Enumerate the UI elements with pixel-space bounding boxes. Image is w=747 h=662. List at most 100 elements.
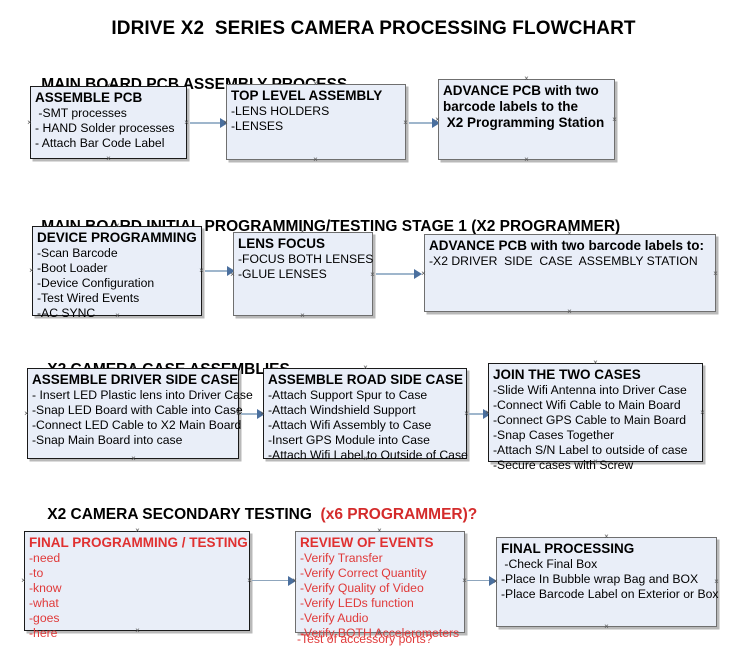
- connector-line: [467, 580, 495, 582]
- box-content: REVIEW OF EVENTS -Verify Transfer -Verif…: [296, 532, 464, 641]
- box-title: ASSEMBLE DRIVER SIDE CASE: [32, 372, 239, 387]
- connector-line: [252, 580, 296, 582]
- box-line: -Attach Support Spur to Case: [268, 388, 428, 402]
- box-line: -Verify Audio: [300, 611, 369, 625]
- box-title: DEVICE PROGRAMMING: [37, 230, 197, 245]
- section-heading-accent: (x6 PROGRAMMER)?: [320, 506, 478, 523]
- box-title: FINAL PROGRAMMING / TESTING: [29, 535, 248, 550]
- box-title: ADVANCE PCB with two: [443, 83, 599, 98]
- connector-arrow-head: [489, 576, 497, 586]
- connector-arrow-head: [288, 576, 296, 586]
- process-box-top-level-assembly[interactable]: TOP LEVEL ASSEMBLY -LENS HOLDERS -LENSES: [226, 84, 406, 160]
- process-box-final-processing[interactable]: FINAL PROCESSING -Check Final Box -Place…: [496, 537, 719, 627]
- section-heading-text: X2 CAMERA SECONDARY TESTING: [47, 506, 321, 523]
- box-title: TOP LEVEL ASSEMBLY: [231, 88, 383, 103]
- process-box-review-of-events[interactable]: REVIEW OF EVENTS -Verify Transfer -Verif…: [295, 531, 465, 640]
- box-line: - Insert LED Plastic lens into Driver Ca…: [32, 388, 253, 402]
- connector-arrow-line: [376, 273, 416, 275]
- process-box-device-programming[interactable]: DEVICE PROGRAMMING -Scan Barcode -Boot L…: [32, 226, 202, 320]
- box-line: -Slide Wifi Antenna into Driver Case: [493, 383, 687, 397]
- process-box-advance-pcb-to-x2-programming-station[interactable]: ADVANCE PCB with two barcode labels to t…: [438, 79, 615, 160]
- box-line: -Place In Bubble wrap Bag and BOX: [501, 572, 699, 586]
- box-line: -Attach Windshield Support: [268, 403, 416, 417]
- connector-arrow-head: [432, 118, 440, 128]
- box-title: ADVANCE PCB with two barcode labels to:: [429, 238, 705, 253]
- box-line: -LENS HOLDERS: [231, 104, 330, 118]
- box-line: -know: [29, 581, 62, 595]
- box-line: -Secure cases with Screw: [493, 458, 634, 472]
- process-box-assemble-road-side-case[interactable]: ASSEMBLE ROAD SIDE CASE -Attach Support …: [263, 368, 468, 462]
- process-box-assemble-driver-side-case[interactable]: ASSEMBLE DRIVER SIDE CASE - Insert LED P…: [27, 368, 253, 459]
- box-line: -GLUE LENSES: [238, 267, 327, 281]
- box-line: -Boot Loader: [37, 261, 108, 275]
- box-content: ASSEMBLE ROAD SIDE CASE -Attach Support …: [264, 369, 468, 463]
- box-title: ASSEMBLE PCB: [35, 90, 143, 105]
- box-content: JOIN THE TWO CASES -Slide Wifi Antenna i…: [489, 364, 702, 473]
- box-line: -Connect GPS Cable to Main Board: [493, 413, 687, 427]
- box-content: FINAL PROGRAMMING / TESTING -need -to -k…: [25, 532, 249, 641]
- box-line: -Connect Wifi Cable to Main Board: [493, 398, 681, 412]
- box-line: -Verify BOTH Accelerometers: [300, 626, 460, 640]
- box-content: ASSEMBLE PCB -SMT processes - HAND Solde…: [31, 87, 186, 151]
- box-line: -Verify Transfer: [300, 551, 383, 565]
- box-content: TOP LEVEL ASSEMBLY -LENS HOLDERS -LENSES: [227, 85, 405, 134]
- box-line: - HAND Solder processes: [35, 121, 175, 135]
- box-line: - Attach Bar Code Label: [35, 136, 165, 150]
- box-line: -Device Configuration: [37, 276, 155, 290]
- box-line: -AC SYNC: [37, 306, 96, 320]
- box-line: -Snap Cases Together: [493, 428, 615, 442]
- box-title: JOIN THE TWO CASES: [493, 367, 641, 382]
- box-line: -Scan Barcode: [37, 246, 118, 260]
- box-line: X2 Programming Station: [443, 115, 605, 130]
- connector-arrow-line: [409, 122, 437, 124]
- box-content: LENS FOCUS -FOCUS BOTH LENSES -GLUE LENS…: [234, 233, 374, 282]
- process-box-join-the-two-cases[interactable]: JOIN THE TWO CASES -Slide Wifi Antenna i…: [488, 363, 703, 472]
- box-line: -Verify Correct Quantity: [300, 566, 427, 580]
- connector-arrow-line: [190, 122, 222, 124]
- box-line: -Place Barcode Label on Exterior or Box: [501, 587, 719, 601]
- box-content: ASSEMBLE DRIVER SIDE CASE - Insert LED P…: [28, 369, 253, 448]
- box-content: FINAL PROCESSING -Check Final Box -Place…: [497, 538, 719, 602]
- box-line: -FOCUS BOTH LENSES: [238, 252, 374, 266]
- box-line: -Verify Quality of Video: [300, 581, 424, 595]
- process-box-advance-pcb-to-driver-side-case-assembly[interactable]: ADVANCE PCB with two barcode labels to: …: [424, 234, 716, 312]
- box-line: -Snap Main Board into case: [32, 433, 183, 447]
- box-title: FINAL PROCESSING: [501, 541, 635, 556]
- document-title: IDRIVE X2 SERIES CAMERA PROCESSING FLOWC…: [111, 18, 636, 39]
- connector-arrow-head: [220, 118, 228, 128]
- connector-arrow-head: [227, 266, 235, 276]
- box-line: -need: [29, 551, 61, 565]
- connector-arrow-head: [414, 269, 422, 279]
- box-line: -Attach Wifi Label to Outside of Case: [268, 448, 468, 462]
- box-line: -Attach Wifi Assembly to Case: [268, 418, 432, 432]
- box-overflow-line: -Test of accessory ports?: [297, 632, 433, 646]
- connector-arrow-line: [205, 270, 229, 272]
- box-line: -goes: [29, 611, 60, 625]
- process-box-lens-focus[interactable]: LENS FOCUS -FOCUS BOTH LENSES -GLUE LENS…: [233, 232, 373, 316]
- box-line: barcode labels to the: [443, 99, 579, 114]
- box-content: ADVANCE PCB with two barcode labels to t…: [439, 80, 614, 130]
- box-line: -here: [29, 626, 58, 640]
- box-line: -LENSES: [231, 119, 284, 133]
- process-box-assemble-pcb[interactable]: ASSEMBLE PCB -SMT processes - HAND Solde…: [30, 86, 187, 159]
- connector-arrow-head: [483, 409, 491, 419]
- box-line: -Connect LED Cable to X2 Main Board: [32, 418, 242, 432]
- connector-arrow-line: [241, 413, 259, 415]
- connector-arrow-line: [469, 413, 485, 415]
- section-heading-x2-camera-secondary-testing: X2 CAMERA SECONDARY TESTING (x6 PROGRAMM…: [30, 488, 477, 542]
- box-line: -to: [29, 566, 44, 580]
- box-line: -Insert GPS Module into Case: [268, 433, 430, 447]
- box-line: -Attach S/N Label to outside of case: [493, 443, 688, 457]
- connector-arrow-head: [257, 409, 265, 419]
- box-line: -Verify LEDs function: [300, 596, 414, 610]
- box-line: -SMT processes: [35, 106, 127, 120]
- box-title: REVIEW OF EVENTS: [300, 535, 434, 550]
- box-line: -Test Wired Events: [37, 291, 140, 305]
- box-line: -X2 DRIVER SIDE CASE ASSEMBLY STATION: [429, 254, 698, 268]
- box-title: ASSEMBLE ROAD SIDE CASE: [268, 372, 464, 387]
- box-line: -Check Final Box: [501, 557, 598, 571]
- box-content: ADVANCE PCB with two barcode labels to: …: [425, 235, 715, 269]
- box-line: -what: [29, 596, 59, 610]
- process-box-final-programming-testing[interactable]: FINAL PROGRAMMING / TESTING -need -to -k…: [24, 531, 250, 640]
